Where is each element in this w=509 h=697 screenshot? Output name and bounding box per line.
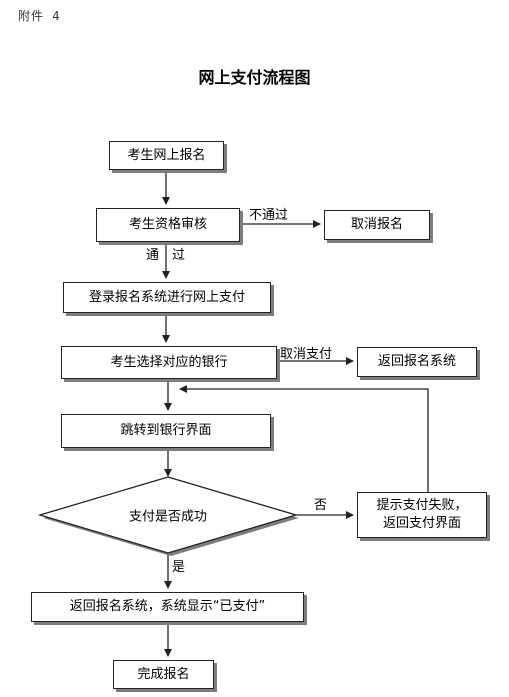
decision-label: 支付是否成功 (128, 509, 208, 525)
payment-failed-line-1: 提示支付失败， (376, 498, 468, 513)
edge-label-passed: 通 过 (146, 248, 186, 263)
page-title: 网上支付流程图 (198, 68, 311, 87)
node-select-bank: 考生选择对应的银行 (61, 346, 277, 379)
node-return-system: 返回报名系统 (357, 347, 477, 377)
edge-label-cancel-payment: 取消支付 (280, 347, 333, 362)
node-online-registration: 考生网上报名 (109, 141, 224, 170)
edge-label-not-passed: 不通过 (249, 208, 289, 223)
edge-label-yes: 是 (172, 560, 186, 575)
node-payment-failed: 提示支付失败， 返回支付界面 (357, 492, 487, 538)
node-login-pay: 登录报名系统进行网上支付 (63, 282, 271, 313)
node-jump-bank: 跳转到银行界面 (61, 414, 271, 448)
node-complete: 完成报名 (113, 660, 214, 689)
arrow-loop-back (179, 385, 429, 492)
node-return-paid: 返回报名系统，系统显示“已支付” (31, 592, 304, 622)
payment-failed-line-2: 返回支付界面 (382, 516, 461, 531)
node-qualification-review: 考生资格审核 (96, 208, 240, 242)
attachment-label: 附件 4 (18, 9, 61, 23)
node-cancel-registration: 取消报名 (324, 210, 430, 240)
decision-diamond (37, 476, 299, 554)
edge-label-no: 否 (314, 498, 328, 513)
